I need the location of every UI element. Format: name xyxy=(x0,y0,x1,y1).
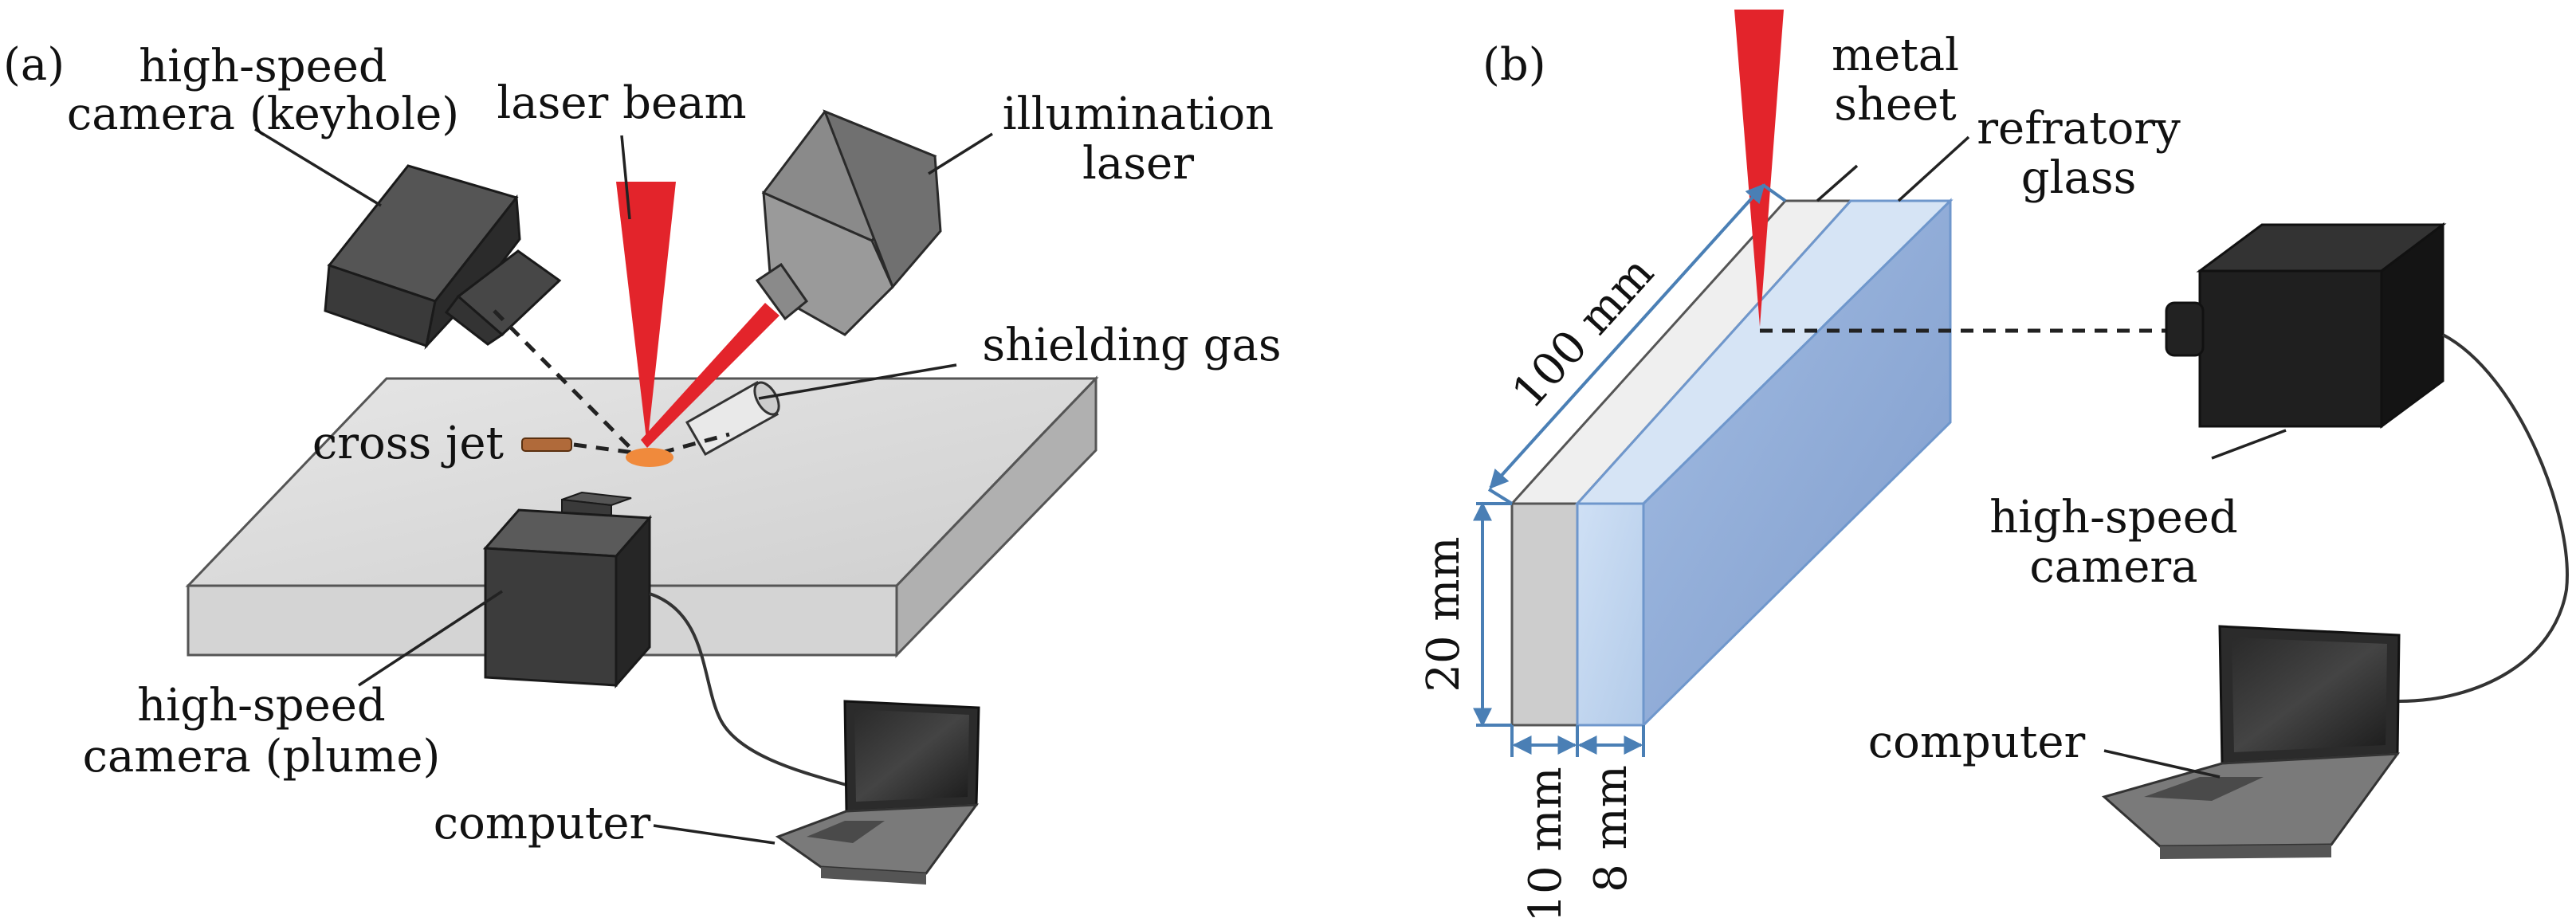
illumination-label-line1: illumination xyxy=(1003,88,1274,140)
leader-camera-b xyxy=(2211,429,2287,460)
leader-glass xyxy=(1897,135,1970,202)
dimension-length xyxy=(1487,183,1787,505)
camera-b xyxy=(2165,222,2447,429)
dim-height-label: 20 mm xyxy=(1418,536,1470,692)
leader-camera-plume xyxy=(358,590,503,687)
computer-a-label: computer xyxy=(434,798,651,849)
shielding-gas-label: shielding gas xyxy=(982,320,1281,371)
camera-keyhole-label-line2: camera (keyhole) xyxy=(67,88,459,140)
camera-keyhole-label-line1: high-speed xyxy=(139,41,387,92)
cross-jet-nozzle xyxy=(521,437,572,452)
laptop-b xyxy=(2101,625,2401,859)
leader-camera-keyhole xyxy=(254,128,382,207)
cross-jet-label: cross jet xyxy=(312,418,505,469)
panel-b: (b) xyxy=(1418,10,2569,918)
camera-plume xyxy=(482,491,653,688)
laser-beam-b xyxy=(1734,10,1784,327)
melt-pool xyxy=(626,448,673,467)
glass-label-line1: refratory xyxy=(1977,103,2181,155)
keyhole-sight-line xyxy=(493,309,635,453)
metal-sheet-label-line1: metal xyxy=(1832,29,1959,81)
camera-b-label-line1: high-speed xyxy=(1989,492,2238,543)
dim-metal-width-label: 10 mm xyxy=(1520,767,1572,918)
computer-b-label: computer xyxy=(1868,716,2086,768)
illumination-label-line2: laser xyxy=(1082,138,1194,190)
leader-metal-sheet xyxy=(1816,164,1859,202)
camera-cable-b xyxy=(2398,333,2569,703)
illumination-beam xyxy=(641,303,779,448)
leader-computer-b xyxy=(2103,749,2221,779)
dimension-widths xyxy=(1510,725,1645,757)
metal-sheet-label-line2: sheet xyxy=(1834,79,1957,131)
dim-glass-width-label: 8 mm xyxy=(1585,765,1637,892)
camera-keyhole xyxy=(324,164,562,350)
dimension-height xyxy=(1473,501,1512,728)
camera-plume-label-line1: high-speed xyxy=(137,680,386,732)
cross-jet-path xyxy=(573,442,634,455)
illumination-laser xyxy=(755,109,942,336)
panel-a: (a) xyxy=(3,39,1282,885)
leader-laser-beam xyxy=(620,135,631,220)
workpiece-plate xyxy=(185,375,1099,658)
laser-beam-label: laser beam xyxy=(497,77,746,129)
camera-plume-label-line2: camera (plume) xyxy=(83,731,441,783)
panel-b-label: (b) xyxy=(1482,39,1546,91)
leader-shielding-gas xyxy=(758,363,957,400)
camera-b-label-line2: camera xyxy=(2029,541,2197,593)
leader-illumination xyxy=(928,132,993,175)
laptop-a xyxy=(775,700,980,885)
shielding-gas-path xyxy=(661,432,730,455)
leader-computer-a xyxy=(653,824,776,845)
processing-laser-beam xyxy=(616,182,676,446)
plume-camera-cable xyxy=(649,592,847,787)
glass-label-line2: glass xyxy=(2021,152,2137,204)
panel-a-label: (a) xyxy=(3,39,65,91)
